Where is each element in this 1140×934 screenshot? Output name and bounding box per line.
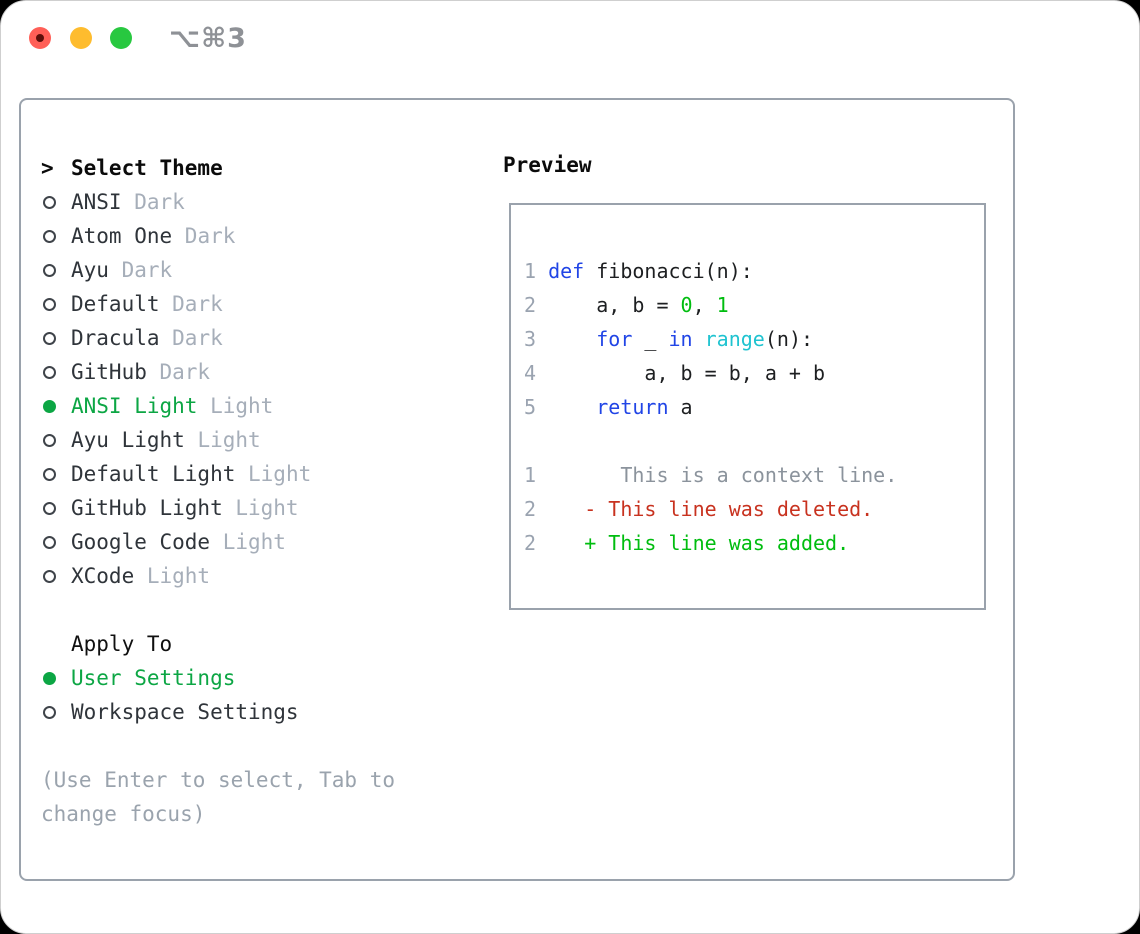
line-number: 1 <box>524 259 537 283</box>
theme-name: ANSI <box>71 190 122 214</box>
spacer <box>41 729 481 763</box>
theme-mode-tag: Dark <box>146 360 211 384</box>
theme-option-atom-one[interactable]: Atom One Dark <box>41 219 481 253</box>
theme-option-xcode[interactable]: XCode Light <box>41 559 481 593</box>
window-title: ⌥⌘3 <box>169 23 247 54</box>
theme-mode-tag: Dark <box>172 224 236 248</box>
radio-icon <box>43 229 56 243</box>
code-line: 5 return a <box>524 390 974 424</box>
theme-option-github-light[interactable]: GitHub Light Light <box>41 491 481 525</box>
line-number: 2 <box>524 497 537 521</box>
titlebar: ⌥⌘3 <box>1 1 1139 77</box>
line-number: 3 <box>524 327 537 351</box>
code-line <box>524 424 974 458</box>
theme-option-default-light[interactable]: Default Light Light <box>41 457 481 491</box>
close-button-icon[interactable] <box>29 27 51 49</box>
code-line: 4 a, b = b, a + b <box>524 356 974 390</box>
theme-option-dracula[interactable]: Dracula Dark <box>41 321 481 355</box>
zoom-button-icon[interactable] <box>110 27 132 49</box>
theme-name: Default Light <box>71 462 236 486</box>
theme-option-default[interactable]: Default Dark <box>41 287 481 321</box>
select-theme-header-row: > Select Theme <box>41 151 481 185</box>
apply-to-header-row: Apply To <box>41 627 481 661</box>
radio-icon <box>43 365 56 379</box>
radio-icon <box>43 331 56 345</box>
apply-option-label: User Settings <box>71 666 236 690</box>
radio-icon <box>43 433 56 447</box>
radio-icon <box>43 705 56 719</box>
apply-option-label: Workspace Settings <box>71 700 299 724</box>
radio-icon <box>43 535 56 549</box>
theme-option-github[interactable]: GitHub Dark <box>41 355 481 389</box>
radio-selected-icon <box>43 399 56 413</box>
theme-mode-tag: Light <box>235 462 312 486</box>
theme-option-ayu[interactable]: Ayu Dark <box>41 253 481 287</box>
theme-mode-tag: Dark <box>121 190 185 214</box>
theme-mode-tag: Light <box>184 428 261 452</box>
theme-name: GitHub Light <box>71 496 223 520</box>
line-number: 1 <box>524 463 537 487</box>
theme-mode-tag: Light <box>197 394 274 418</box>
radio-icon <box>43 569 56 583</box>
apply-to-header: Apply To <box>71 632 173 656</box>
theme-name: Google Code <box>71 530 211 554</box>
minimize-button-icon[interactable] <box>70 27 92 49</box>
theme-mode-tag: Light <box>222 496 299 520</box>
radio-icon <box>43 297 56 311</box>
theme-name: XCode <box>71 564 135 588</box>
radio-selected-icon <box>43 671 56 685</box>
keyboard-hint: (Use Enter to select, Tab to change focu… <box>41 768 396 826</box>
theme-name: GitHub <box>71 360 147 384</box>
spacer <box>41 593 481 627</box>
theme-option-google-code[interactable]: Google Code Light <box>41 525 481 559</box>
theme-name: ANSI Light <box>71 394 198 418</box>
line-number: 4 <box>524 361 537 385</box>
theme-name: Ayu Light <box>71 428 185 452</box>
apply-option-workspace-settings[interactable]: Workspace Settings <box>41 695 481 729</box>
radio-icon <box>43 263 56 277</box>
theme-mode-tag: Light <box>210 530 286 554</box>
theme-name: Default <box>71 292 160 316</box>
theme-mode-tag: Light <box>134 564 211 588</box>
code-line: 3 for _ in range(n): <box>524 322 974 356</box>
theme-mode-tag: Dark <box>159 292 223 316</box>
radio-icon <box>43 467 56 481</box>
line-number: 5 <box>524 395 537 419</box>
preview-header: Preview <box>503 153 592 177</box>
theme-name: Dracula <box>71 326 160 350</box>
theme-name: Atom One <box>71 224 173 248</box>
select-theme-header: Select Theme <box>71 156 223 180</box>
theme-mode-tag: Dark <box>159 326 223 350</box>
apply-option-user-settings[interactable]: User Settings <box>41 661 481 695</box>
theme-option-ansi[interactable]: ANSI Dark <box>41 185 481 219</box>
code-line: 2 a, b = 0, 1 <box>524 288 974 322</box>
radio-icon <box>43 501 56 515</box>
theme-mode-tag: Dark <box>108 258 173 282</box>
code-line: 2 + This line was added. <box>524 526 974 560</box>
theme-option-ansi-light[interactable]: ANSI Light Light <box>41 389 481 423</box>
theme-name: Ayu <box>71 258 109 282</box>
theme-option-ayu-light[interactable]: Ayu Light Light <box>41 423 481 457</box>
radio-icon <box>43 195 56 209</box>
line-number: 2 <box>524 531 537 555</box>
code-line: 1 This is a context line. <box>524 458 974 492</box>
code-line: 2 - This line was deleted. <box>524 492 974 526</box>
line-number: 2 <box>524 293 537 317</box>
prompt-icon: > <box>41 156 54 180</box>
